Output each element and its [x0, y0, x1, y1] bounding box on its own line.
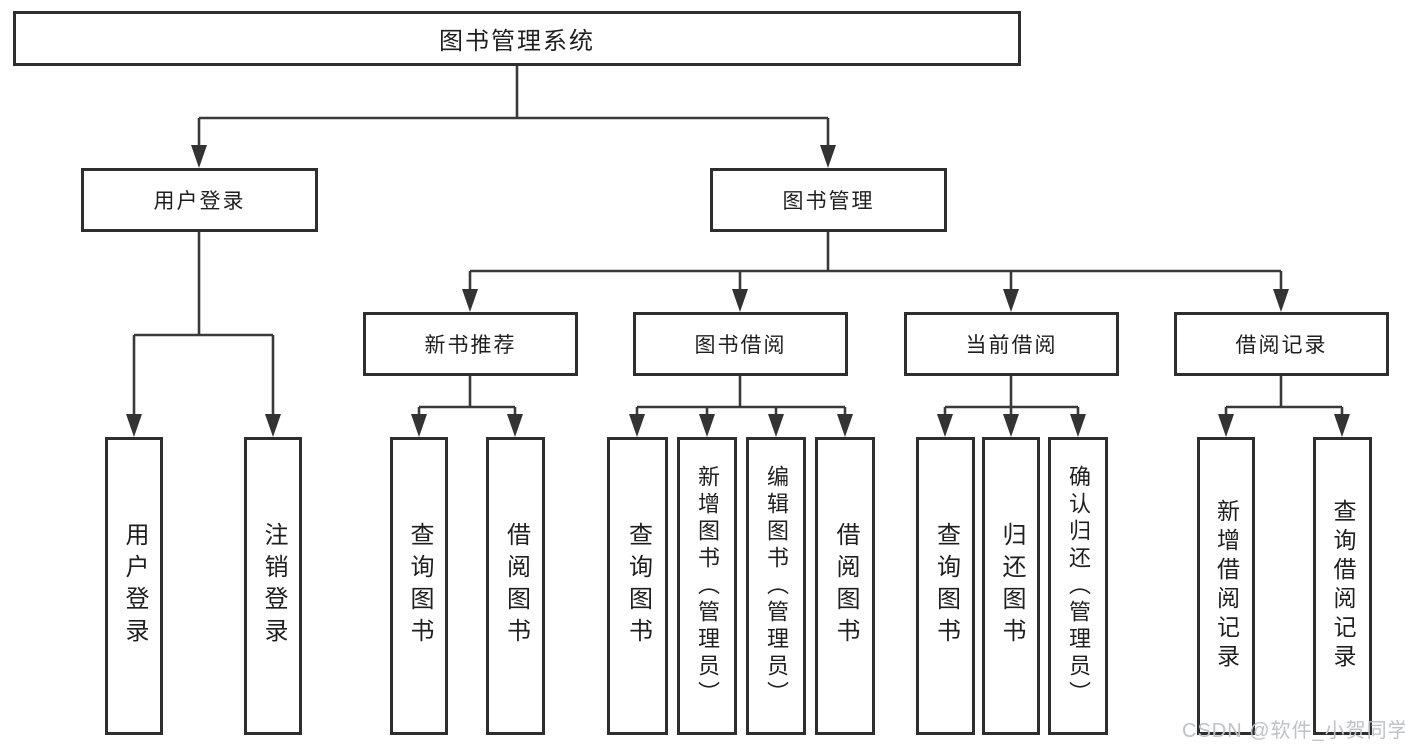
leaf-return-books: 归还图书: [982, 437, 1040, 735]
node-book-borrowing-label: 图书借阅: [694, 334, 787, 357]
leaf-query-books-recommend-label: 查询图书: [406, 522, 433, 650]
node-new-book-recommendation: 新书推荐: [363, 312, 578, 376]
leaf-logout-label: 注销登录: [260, 522, 287, 650]
leaf-add-borrow-record-label: 新增借阅记录: [1213, 499, 1240, 673]
leaf-query-borrow-record: 查询借阅记录: [1313, 437, 1372, 735]
leaf-borrow-books-borrowing: 借阅图书: [815, 437, 875, 735]
leaf-add-borrow-record: 新增借阅记录: [1197, 437, 1255, 735]
leaf-query-books-borrowing-label: 查询图书: [624, 522, 652, 650]
leaf-add-books-admin: 新增图书（管理员）: [677, 437, 737, 735]
node-root: 图书管理系统: [13, 11, 1021, 66]
leaf-query-books-borrowing: 查询图书: [607, 437, 668, 735]
node-user-login-label: 用户登录: [153, 190, 246, 213]
leaf-return-books-label: 归还图书: [998, 522, 1025, 650]
leaf-query-books-recommend: 查询图书: [390, 437, 448, 735]
leaf-user-login: 用户登录: [105, 437, 163, 735]
leaf-confirm-return-admin: 确认归还（管理员）: [1048, 437, 1108, 735]
leaf-borrow-books-recommend-label: 借阅图书: [502, 522, 530, 650]
node-current-borrowing: 当前借阅: [904, 312, 1119, 376]
leaf-borrow-books-borrowing-label: 借阅图书: [832, 522, 859, 650]
node-new-book-recommendation-label: 新书推荐: [424, 334, 517, 357]
node-root-label: 图书管理系统: [439, 28, 595, 55]
leaf-add-books-admin-label: 新增图书（管理员）: [695, 464, 720, 708]
node-current-borrowing-label: 当前借阅: [965, 334, 1058, 357]
leaf-logout: 注销登录: [244, 437, 302, 735]
leaf-borrow-books-recommend: 借阅图书: [486, 437, 545, 735]
leaf-query-borrow-record-label: 查询借阅记录: [1330, 499, 1356, 673]
node-user-login: 用户登录: [81, 168, 318, 232]
node-borrowing-records: 借阅记录: [1174, 312, 1389, 376]
node-book-management-label: 图书管理: [782, 190, 875, 213]
leaf-query-books-current: 查询图书: [916, 437, 975, 735]
csdn-watermark: CSDN @软件_小贺同学: [1182, 720, 1405, 742]
leaf-query-books-current-label: 查询图书: [932, 522, 960, 650]
node-book-management: 图书管理: [710, 168, 947, 232]
node-book-borrowing: 图书借阅: [633, 312, 848, 376]
leaf-edit-books-admin: 编辑图书（管理员）: [746, 437, 806, 735]
leaf-user-login-label: 用户登录: [121, 522, 148, 650]
leaf-edit-books-admin-label: 编辑图书（管理员）: [764, 464, 789, 708]
leaf-confirm-return-admin-label: 确认归还（管理员）: [1066, 464, 1091, 708]
node-borrowing-records-label: 借阅记录: [1235, 334, 1328, 357]
